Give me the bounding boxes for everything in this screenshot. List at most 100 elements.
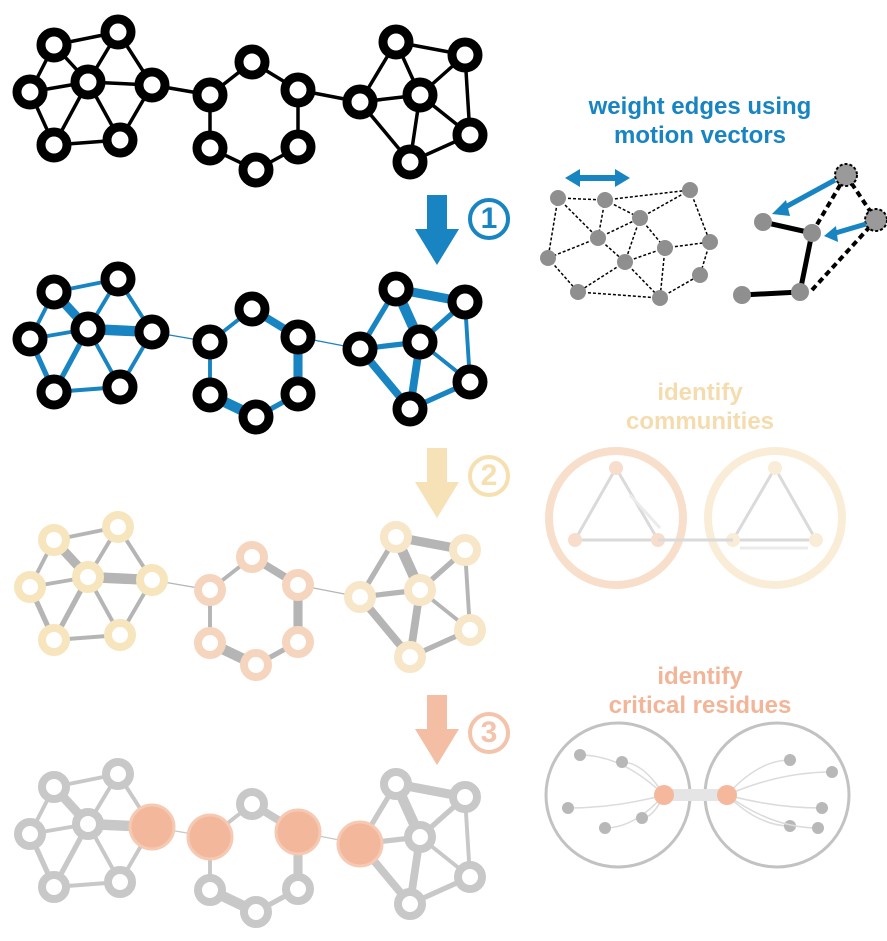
step-2-label-line-2: communities (625, 408, 775, 435)
community-ring (545, 447, 687, 589)
row3-node (454, 614, 486, 646)
row2-node (100, 261, 136, 297)
cluster-node (599, 822, 611, 834)
row1-node (402, 77, 438, 113)
step-2-label: identify communities (550, 378, 850, 436)
step-1-badge: 1 (468, 198, 510, 240)
spring (557, 197, 599, 239)
spring (604, 189, 691, 201)
down-arrow-1-shaft (427, 195, 447, 233)
row3-node (38, 524, 70, 556)
community-ring (704, 447, 846, 589)
critical-node (717, 785, 737, 805)
row4-node (454, 861, 486, 893)
community-triangle (730, 464, 819, 542)
row4-node (282, 873, 314, 905)
ghost-node (834, 163, 858, 187)
row3-node (236, 541, 268, 573)
row2-node (134, 314, 170, 350)
row2-node (234, 291, 270, 327)
double-arrow-head-right (615, 169, 630, 187)
step-2-number: 2 (480, 459, 498, 492)
dashed-link (810, 218, 878, 292)
spring (659, 247, 666, 299)
step-3-number: 3 (480, 716, 498, 749)
mesh-node (702, 234, 718, 250)
step-3-label-line-2: critical residues (608, 692, 792, 719)
motion-vector (831, 221, 867, 237)
mesh-node (540, 250, 556, 266)
row1-node (70, 64, 106, 100)
row4-node (236, 788, 268, 820)
community-node (568, 533, 582, 547)
row2-node (342, 331, 378, 367)
row4-node (72, 808, 104, 840)
row1-node (36, 127, 72, 163)
row1-node (12, 74, 48, 110)
fiber (604, 794, 665, 829)
row1-node (452, 117, 488, 153)
row2-node (192, 377, 228, 413)
row3-node (72, 561, 104, 593)
cluster-node (816, 802, 828, 814)
step-1-label-line-2: motion vectors (613, 122, 787, 149)
mesh-node (597, 192, 613, 208)
spring (547, 197, 559, 259)
motion-vector-head (772, 200, 790, 216)
community-node (609, 461, 623, 475)
row1-node (134, 67, 170, 103)
row1-node (392, 144, 428, 180)
fiber (567, 794, 665, 809)
row1-node (192, 77, 228, 113)
spring (689, 189, 711, 243)
critical-residues-illustration (544, 721, 851, 869)
row3-node (282, 626, 314, 658)
step-3-label-line-1: identify (657, 663, 743, 690)
row3-node (449, 534, 481, 566)
down-arrow-2-shaft (427, 448, 447, 486)
fiber (726, 794, 823, 809)
row3-node (38, 624, 70, 656)
chain-node (754, 213, 772, 231)
row2-node (192, 324, 228, 360)
row2-node (36, 274, 72, 310)
row2-node (392, 391, 428, 427)
row2-node (102, 369, 138, 405)
step-3-badge: 3 (468, 712, 510, 754)
motion-vector (778, 177, 837, 213)
mesh-node (632, 210, 648, 226)
row3-node (240, 649, 272, 681)
chain-node (733, 286, 751, 304)
cluster-node (784, 820, 796, 832)
row3-node (102, 511, 134, 543)
double-arrow-head-left (565, 169, 580, 187)
row4-node (449, 781, 481, 813)
row2-node (280, 376, 316, 412)
row1-node (100, 14, 136, 50)
row2-node (378, 271, 414, 307)
row4-node (404, 821, 436, 853)
critical-node (654, 785, 674, 805)
cluster-node (636, 812, 648, 824)
row1-node (102, 122, 138, 158)
row1-node (280, 72, 316, 108)
row3-node (380, 521, 412, 553)
row1-node (378, 24, 414, 60)
row3-node (394, 641, 426, 673)
row4-node (194, 874, 226, 906)
row2-node (12, 321, 48, 357)
row3-node (344, 581, 376, 613)
spring (547, 237, 599, 259)
step-1-label: weight edges using motion vectors (550, 92, 850, 150)
row4-critical-node (128, 803, 176, 851)
mesh-node (682, 182, 698, 198)
row4-node (14, 818, 46, 850)
mesh-node (652, 290, 668, 306)
ghost-node (864, 208, 887, 232)
down-arrow-2-head (415, 482, 459, 518)
cluster-node (784, 754, 796, 766)
dashed-link (810, 173, 848, 235)
fiber (726, 794, 791, 827)
mesh-node (570, 284, 586, 300)
